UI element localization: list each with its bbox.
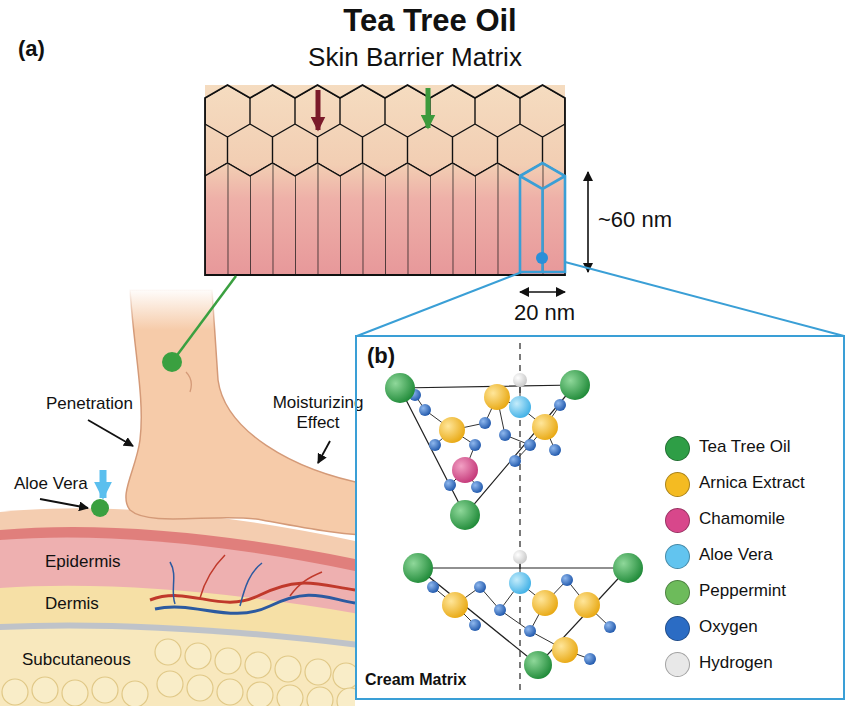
panel-letter: (b) <box>367 343 395 369</box>
penetration-arrow <box>426 88 431 128</box>
panel-letter: (a) <box>18 36 45 62</box>
layer-label: Epidermis <box>45 552 121 572</box>
application-dot <box>162 352 182 372</box>
callout-label: Aloe Vera <box>14 474 88 494</box>
leader-line <box>565 262 844 336</box>
legend-swatch <box>665 436 690 461</box>
legend-swatch <box>665 652 690 677</box>
legend-swatch <box>665 472 690 497</box>
dimension-label: ~60 nm <box>598 207 672 233</box>
dimension-label: 20 nm <box>514 300 575 326</box>
dimension-arrow <box>520 291 565 293</box>
pointer-arrow <box>318 441 330 463</box>
legend-text: Peppermint <box>699 581 786 601</box>
legend-text: Chamomile <box>699 509 785 529</box>
callout-label: Moisturizing Effect <box>262 393 374 434</box>
legend-text: Oxygen <box>699 617 758 637</box>
legend-swatch <box>665 508 690 533</box>
penetration-arrow <box>316 90 321 130</box>
panel-caption: Cream Matrix <box>365 670 466 689</box>
application-dot <box>91 499 109 517</box>
dimension-arrow <box>587 172 589 272</box>
highlighted-cell <box>520 163 565 272</box>
legend-swatch <box>665 616 690 641</box>
legend-text: Hydrogen <box>699 653 773 673</box>
callout-label: Penetration <box>46 394 133 414</box>
hex-block <box>205 85 565 275</box>
legend-swatch <box>665 580 690 605</box>
aloe-arrow <box>100 470 107 498</box>
leader-line <box>172 276 236 362</box>
skin-layers <box>0 508 355 706</box>
panel-box: (b) Cream Matrix Tea Tree OilArnica Extrac… <box>355 335 845 700</box>
legend-swatch <box>665 544 690 569</box>
legend-text: Tea Tree Oil <box>699 437 791 457</box>
layer-label: Dermis <box>45 594 99 614</box>
layer-label: Subcutaneous <box>22 650 131 670</box>
legend-text: Aloe Vera <box>699 545 773 565</box>
subtitle: Skin Barrier Matrix <box>215 42 615 73</box>
title: Tea Tree Oil <box>215 2 645 39</box>
pointer-arrow <box>40 499 88 508</box>
legend-text: Arnica Extract <box>699 473 805 493</box>
leader-line <box>357 272 522 336</box>
pointer-arrow <box>88 420 133 446</box>
